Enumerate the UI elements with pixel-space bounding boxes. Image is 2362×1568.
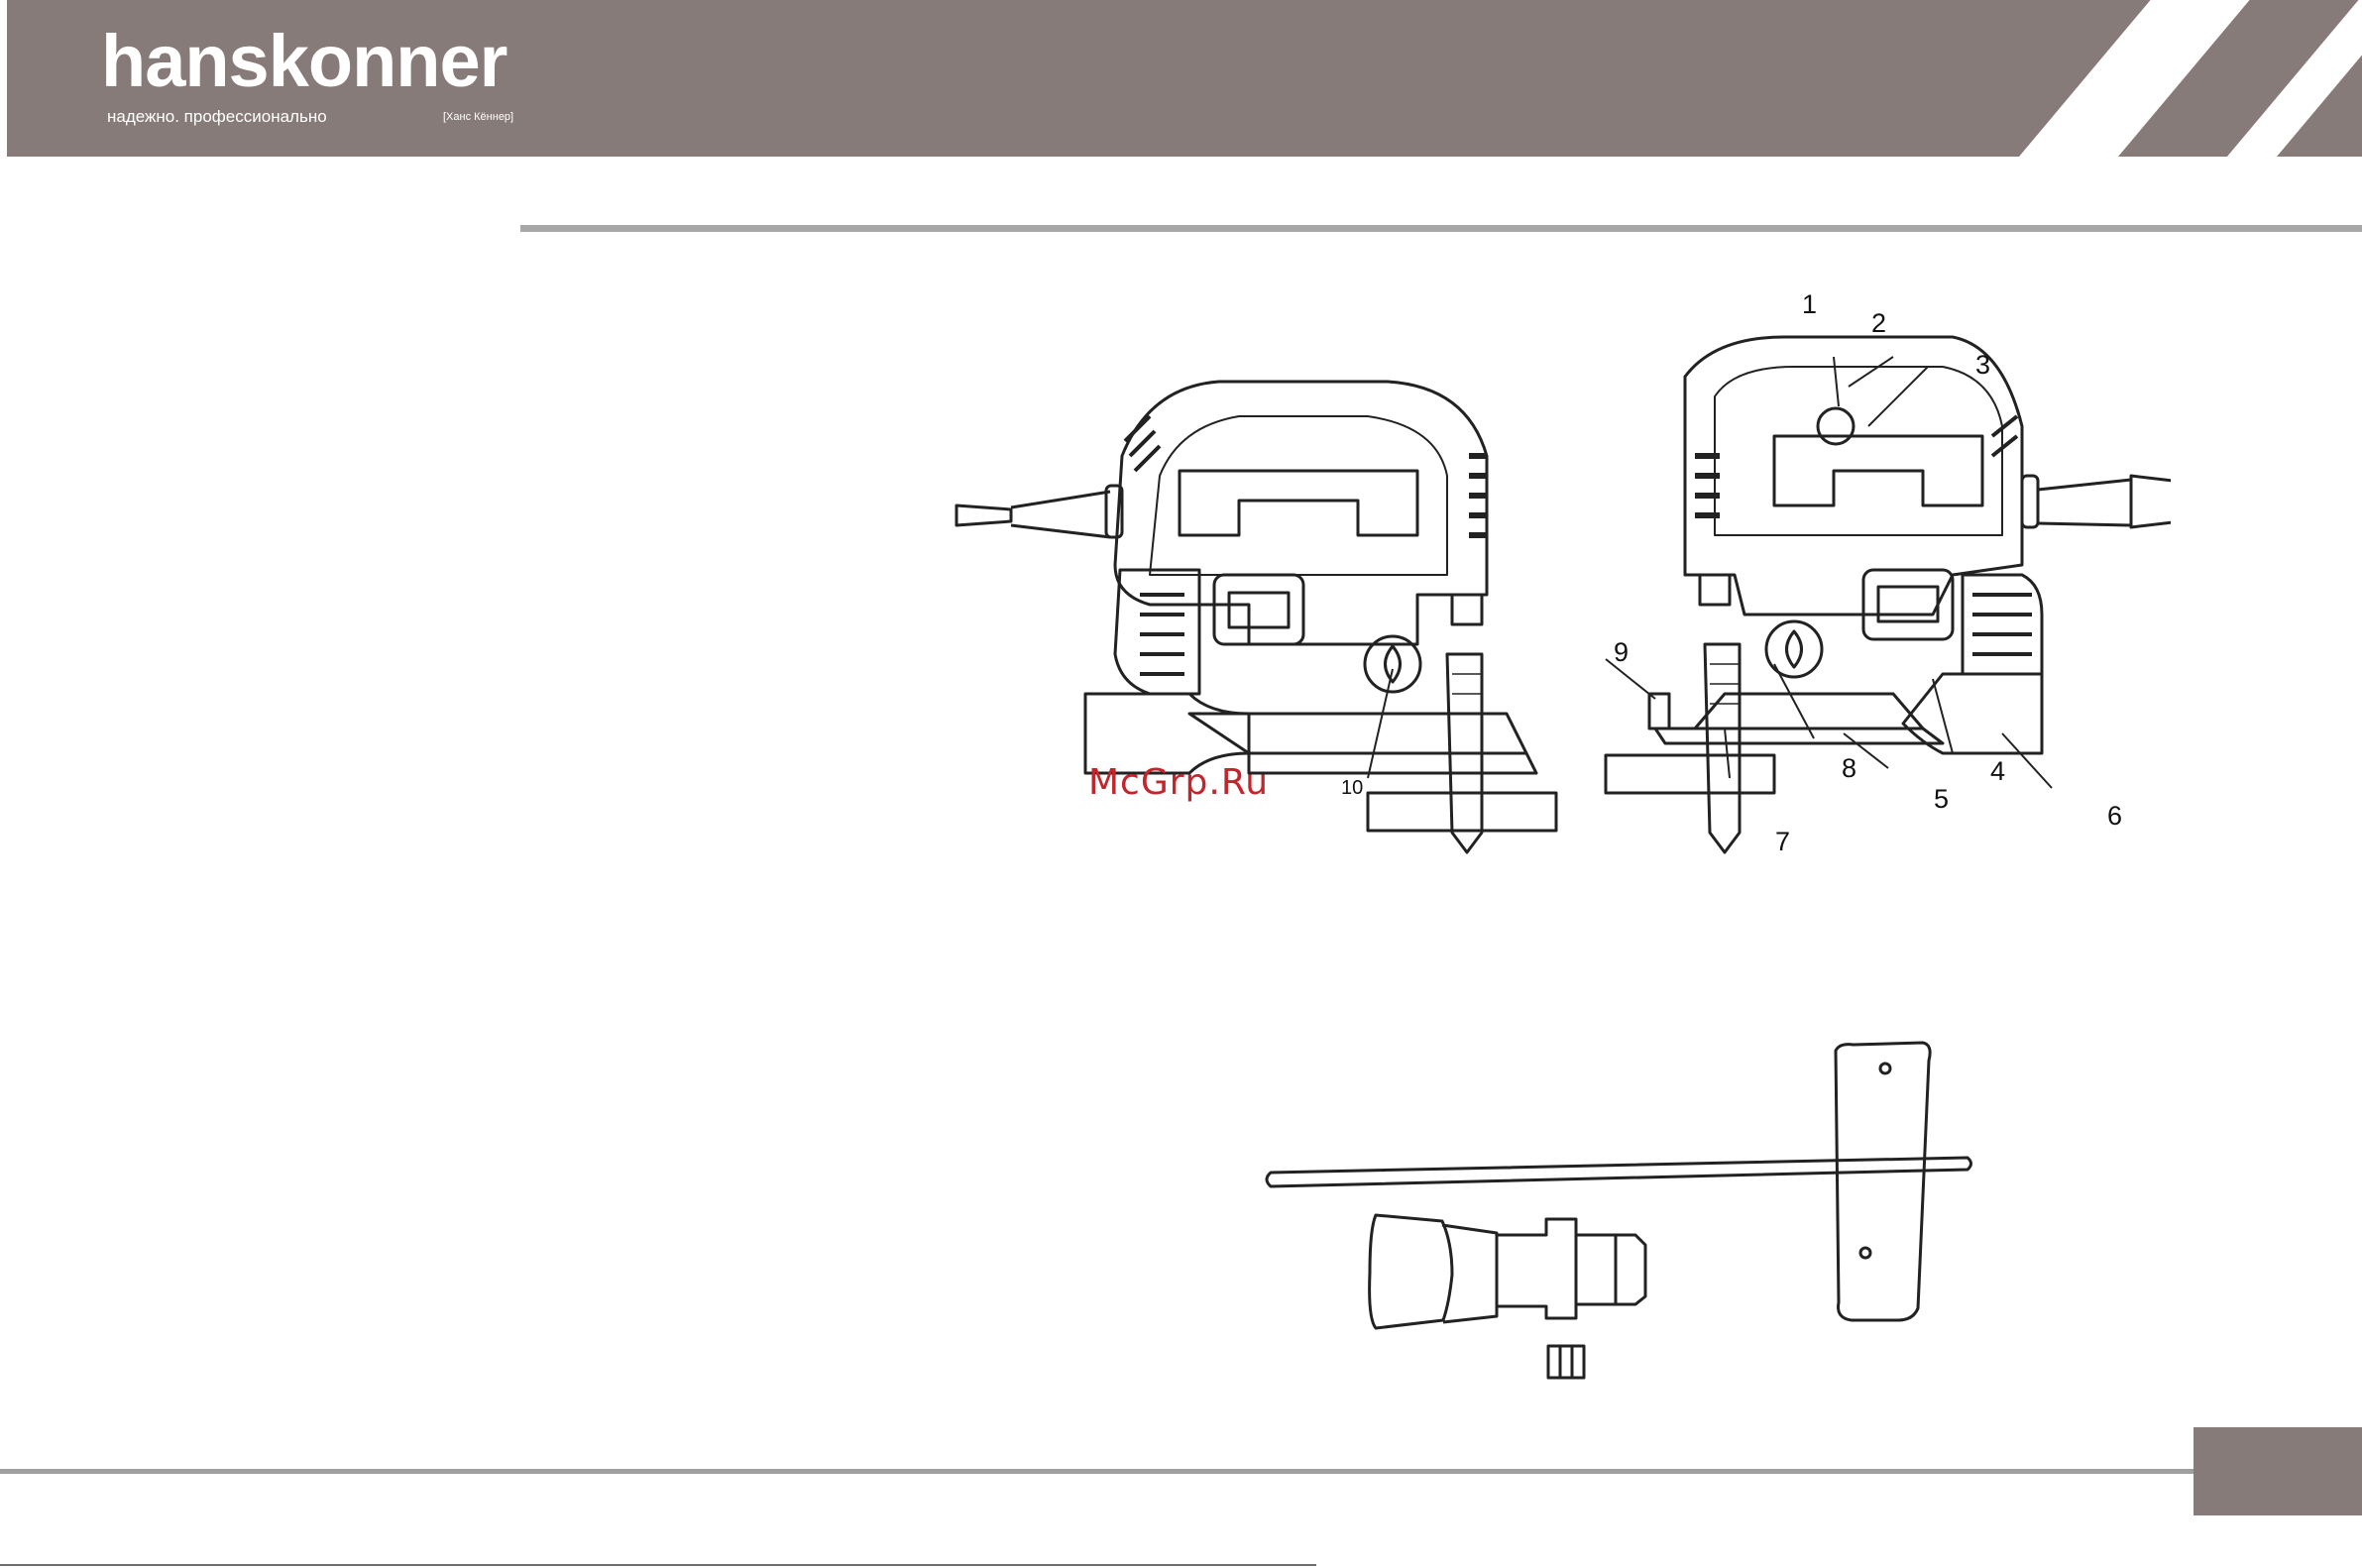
- guide-fence: [1836, 1043, 1930, 1320]
- jigsaw-right-view: [1606, 337, 2171, 852]
- page-number-box: [2193, 1427, 2362, 1515]
- callout-9: 9: [1614, 637, 1629, 667]
- callout-10: 10: [1341, 773, 1363, 803]
- callout-1: 1: [1802, 289, 1817, 319]
- accessories-figure: [1259, 1031, 1982, 1388]
- guide-rod: [1267, 1158, 1971, 1186]
- brand-logo: hanskonner надежно. профессионально [Хан…: [101, 22, 506, 101]
- callout-5: 5: [1934, 784, 1949, 814]
- brand-name: hanskonner: [101, 22, 506, 101]
- callout-8: 8: [1842, 753, 1856, 783]
- section-rule: [520, 225, 2362, 232]
- callout-7: 7: [1775, 827, 1790, 856]
- watermark-text: McGrp.Ru: [1088, 763, 1269, 803]
- callout-2: 2: [1871, 308, 1886, 338]
- footer-rule: [0, 1469, 2193, 1474]
- brand-tagline: надежно. профессионально: [107, 107, 327, 127]
- brand-subtitle: [Ханс Кённер]: [443, 109, 513, 125]
- hex-nut: [1548, 1346, 1584, 1378]
- header-bar: hanskonner надежно. профессионально [Хан…: [7, 0, 2362, 157]
- dust-adapter: [1370, 1215, 1452, 1328]
- callout-3: 3: [1975, 350, 1990, 380]
- callout-4: 4: [1990, 756, 2005, 786]
- footer-bottom-rule: [0, 1564, 1316, 1566]
- callout-6: 6: [2107, 801, 2122, 831]
